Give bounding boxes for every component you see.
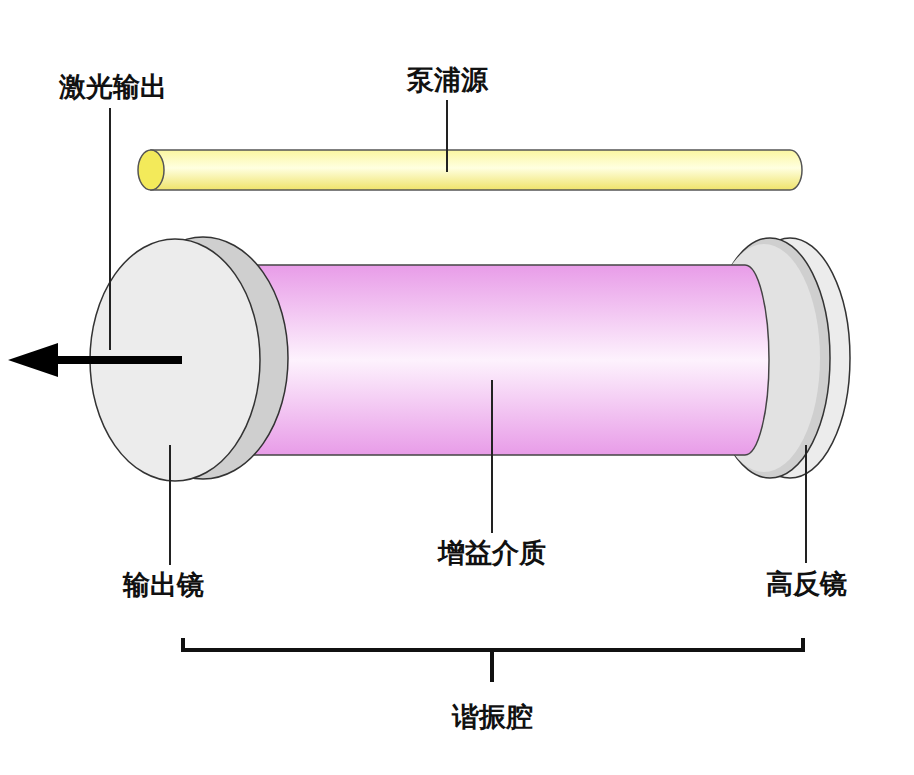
leader-lines	[110, 100, 806, 565]
part-label: 输出镜	[123, 569, 204, 601]
output-arrow	[8, 343, 182, 377]
gain-medium	[230, 265, 769, 455]
part-label: 泵浦源	[407, 64, 488, 96]
resonator-bracket	[183, 638, 803, 682]
part-label: 谐振腔	[452, 701, 533, 733]
part-label: 高反镜	[766, 568, 847, 600]
part-label: 增益介质	[438, 537, 546, 569]
pump-rod	[138, 150, 802, 190]
part-label: 激光输出	[59, 71, 167, 103]
